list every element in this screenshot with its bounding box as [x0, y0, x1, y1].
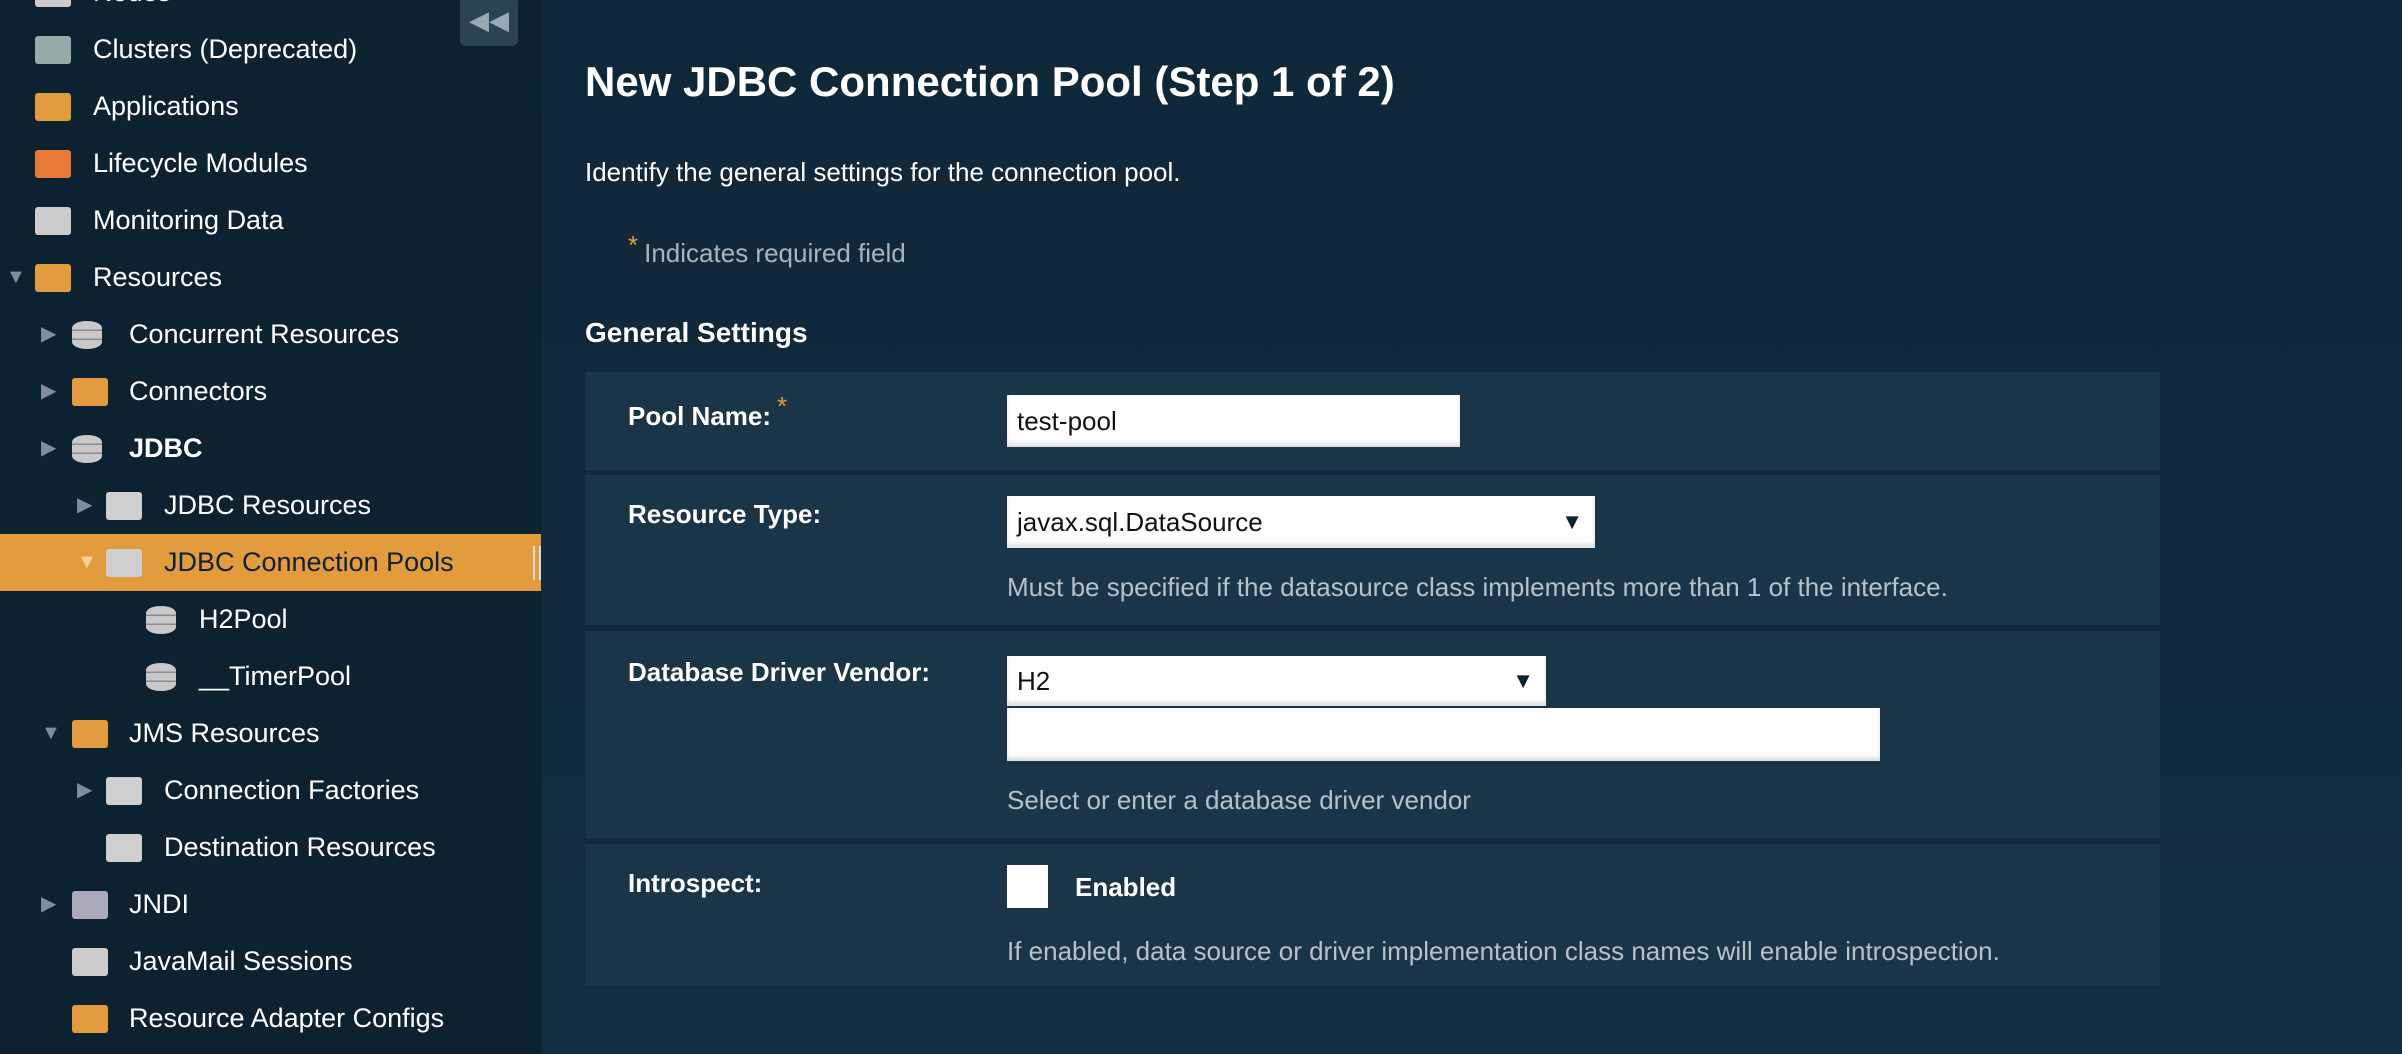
sidebar-item-connection-factories[interactable]: ▶ Connection Factories [0, 762, 541, 819]
sidebar-item-label: Resource Adapter Configs [129, 1003, 445, 1033]
sidebar-item-resources[interactable]: ▼ Resources [0, 249, 541, 306]
vendor-row: Database Driver Vendor: H2▼ Select or en… [585, 631, 2160, 838]
required-field-note: *Indicates required field [628, 230, 906, 269]
monitor-icon [35, 207, 71, 235]
expand-triangle-right-icon[interactable]: ▶ [41, 437, 57, 459]
pool-name-label: Pool Name:* [628, 391, 788, 431]
puzzle-icon [72, 1005, 108, 1033]
sidebar-item-clusters-deprecated[interactable]: Clusters (Deprecated) [0, 21, 541, 78]
resource-type-help: Must be specified if the datasource clas… [1007, 572, 1948, 602]
expand-triangle-down-icon[interactable]: ▼ [6, 266, 26, 288]
sidebar-item-label: JDBC [129, 433, 203, 463]
resource-type-label: Resource Type: [628, 499, 822, 529]
applications-icon [35, 93, 71, 121]
page-description: Identify the general settings for the co… [585, 157, 1181, 187]
folder-icon [106, 834, 142, 862]
expand-triangle-down-icon[interactable]: ▼ [77, 551, 97, 573]
sidebar-item-label: JDBC Resources [164, 490, 372, 520]
folder-icon [106, 549, 142, 577]
database-icon [146, 606, 176, 634]
database-icon [72, 321, 102, 349]
resize-handle[interactable] [533, 546, 541, 580]
section-heading: General Settings [585, 317, 808, 348]
cluster-icon [35, 36, 71, 64]
box-icon [35, 264, 71, 292]
sidebar-item-timerpool[interactable]: __TimerPool [0, 648, 541, 705]
sidebar-item-jdbc-connection-pools[interactable]: ▼ JDBC Connection Pools [0, 534, 541, 591]
filter-icon [72, 891, 108, 919]
expand-triangle-right-icon[interactable]: ▶ [41, 893, 57, 915]
lifecycle-icon [35, 150, 71, 178]
vendor-help: Select or enter a database driver vendor [1007, 785, 1471, 815]
sidebar-item-h2pool[interactable]: H2Pool [0, 591, 541, 648]
sidebar-nav-tree: NodesClusters (Deprecated) ApplicationsLi… [0, 0, 541, 1054]
resource-type-row: Resource Type: javax.sql.DataSource▼ Mus… [585, 475, 2160, 625]
sidebar-item-label: Concurrent Resources [129, 319, 400, 349]
sidebar-item-concurrent-resources[interactable]: ▶ Concurrent Resources [0, 306, 541, 363]
expand-triangle-right-icon[interactable]: ▶ [41, 380, 57, 402]
folder-icon [106, 777, 142, 805]
sidebar-item-label: __TimerPool [199, 661, 352, 691]
required-asterisk: * [628, 230, 639, 260]
sidebar-item-label: JDBC Connection Pools [164, 547, 454, 577]
vendor-text-input[interactable] [1007, 708, 1880, 761]
sidebar-item-destination-resources[interactable]: Destination Resources [0, 819, 541, 876]
general-settings-panel: Pool Name:* test-pool Resource Type: jav… [585, 372, 2160, 985]
exchange-icon [72, 720, 108, 748]
pool-name-row: Pool Name:* test-pool [585, 372, 2160, 470]
vendor-label: Database Driver Vendor: [628, 657, 931, 687]
sidebar-item-label: Connection Factories [164, 775, 420, 805]
sidebar-item-label: Connectors [129, 376, 268, 406]
double-chevron-left-icon: ◀◀ [469, 5, 509, 35]
sidebar-item-javamail-sessions[interactable]: JavaMail Sessions [0, 933, 541, 990]
sidebar-item-label: Clusters (Deprecated) [93, 34, 358, 64]
sidebar-item-jndi[interactable]: ▶ JNDI [0, 876, 541, 933]
sidebar-item-resource-adapter-configs[interactable]: Resource Adapter Configs [0, 990, 541, 1047]
resource-type-select[interactable]: javax.sql.DataSource▼ [1007, 496, 1595, 548]
sidebar-item-label: Destination Resources [164, 832, 436, 862]
main-content: New JDBC Connection Pool (Step 1 of 2) I… [541, 0, 2402, 1054]
sidebar-item-nodes[interactable]: Nodes [0, 0, 541, 21]
introspect-help: If enabled, data source or driver implem… [1007, 936, 2000, 966]
sidebar-item-monitoring-data[interactable]: Monitoring Data [0, 192, 541, 249]
collapse-sidebar-button[interactable]: ◀◀ [460, 0, 518, 46]
chevron-down-icon: ▼ [1561, 509, 1583, 534]
sidebar-item-jdbc-resources[interactable]: ▶ JDBC Resources [0, 477, 541, 534]
puzzle-icon [72, 378, 108, 406]
sidebar-item-label: Lifecycle Modules [93, 148, 308, 178]
folder-icon [106, 492, 142, 520]
nodes-icon [35, 0, 71, 7]
sidebar-item-label: JMS Resources [129, 718, 320, 748]
pool-name-input[interactable]: test-pool [1007, 395, 1460, 447]
sidebar-item-jms-resources[interactable]: ▼ JMS Resources [0, 705, 541, 762]
sidebar-item-lifecycle-modules[interactable]: Lifecycle Modules [0, 135, 541, 192]
sidebar-item-label: Monitoring Data [93, 205, 284, 235]
sidebar-item-label: JavaMail Sessions [129, 946, 353, 976]
sidebar-item-label: JNDI [129, 889, 189, 919]
page-title: New JDBC Connection Pool (Step 1 of 2) [585, 58, 1395, 105]
vendor-select[interactable]: H2▼ [1007, 656, 1546, 706]
sidebar-item-applications[interactable]: Applications [0, 78, 541, 135]
sidebar-item-jdbc[interactable]: ▶ JDBC [0, 420, 541, 477]
sidebar-item-label: Nodes [93, 0, 171, 21]
sidebar-item-label: H2Pool [199, 604, 288, 634]
introspect-row: Introspect: Enabled If enabled, data sou… [585, 844, 2160, 985]
expand-triangle-right-icon[interactable]: ▶ [77, 779, 93, 801]
required-note-text: Indicates required field [644, 238, 906, 268]
expand-triangle-down-icon[interactable]: ▼ [41, 722, 61, 744]
expand-triangle-right-icon[interactable]: ▶ [41, 323, 57, 345]
mail-icon [72, 948, 108, 976]
introspect-label: Introspect: [628, 868, 763, 898]
introspect-enabled-label[interactable]: Enabled [1075, 872, 1177, 902]
introspect-checkbox[interactable] [1007, 865, 1048, 908]
chevron-down-icon: ▼ [1512, 668, 1534, 693]
sidebar-item-label: Resources [93, 262, 223, 292]
sidebar-item-label: Applications [93, 91, 239, 121]
expand-triangle-right-icon[interactable]: ▶ [77, 494, 93, 516]
sidebar-item-connectors[interactable]: ▶ Connectors [0, 363, 541, 420]
database-icon [146, 663, 176, 691]
database-icon [72, 435, 102, 463]
